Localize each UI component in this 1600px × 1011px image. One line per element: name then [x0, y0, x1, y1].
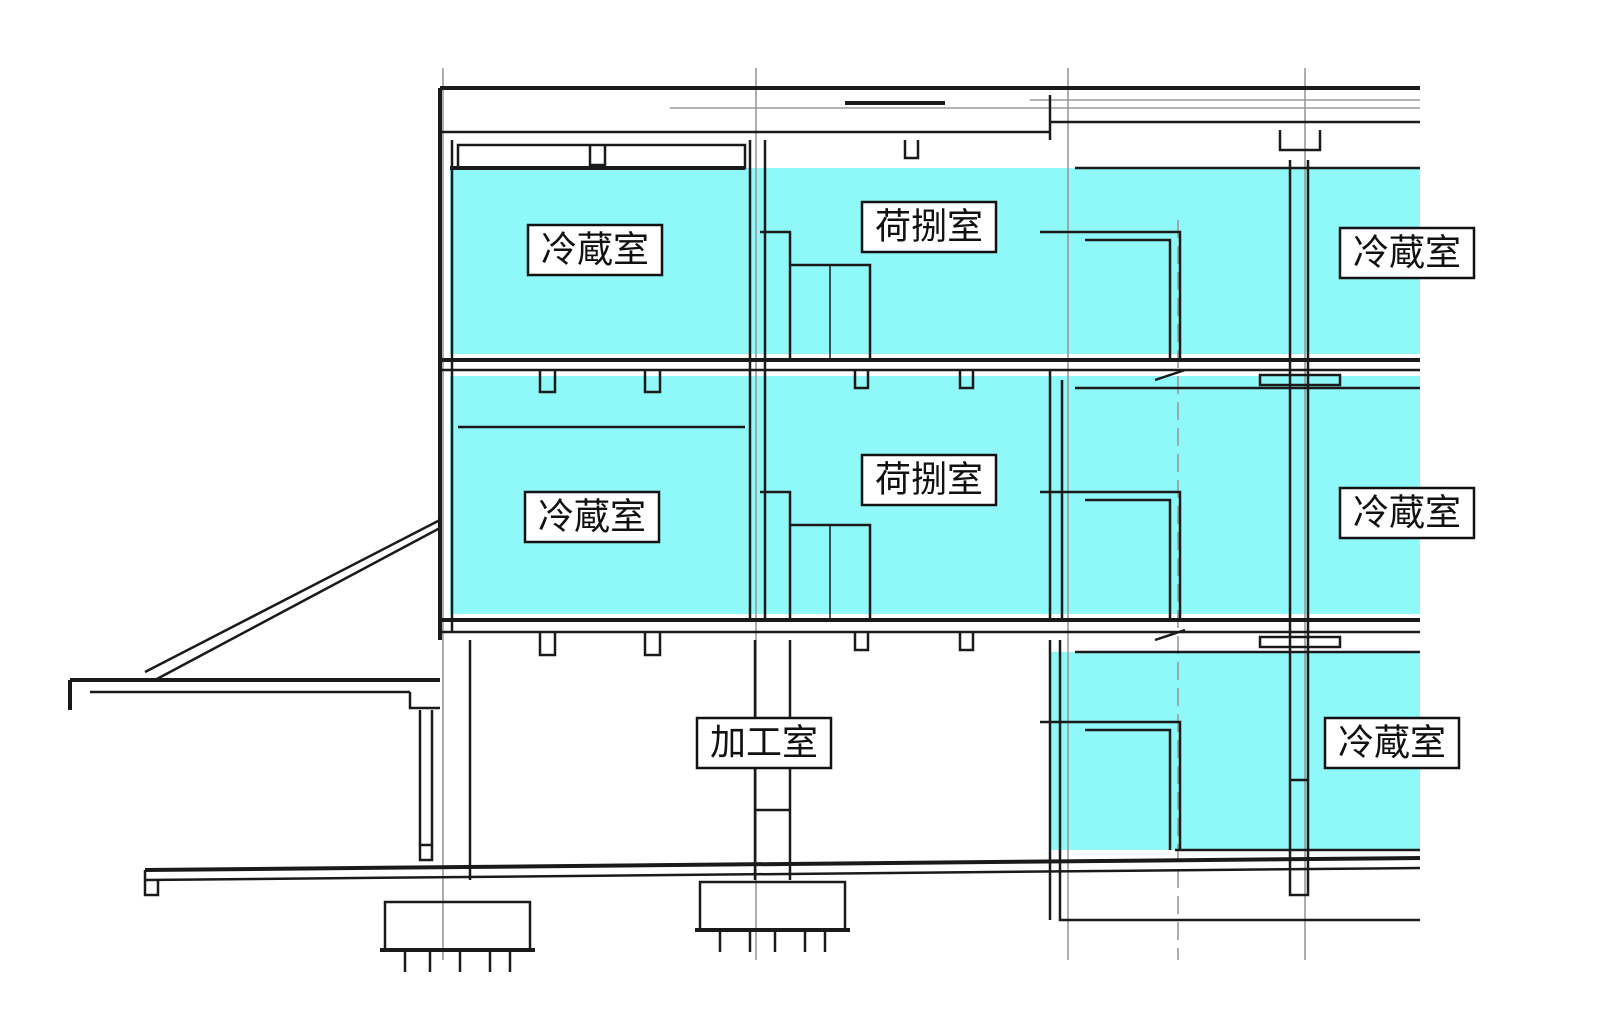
- room-label-loading-room-2f: 荷捌室: [860, 453, 998, 507]
- building-structure: [68, 86, 1421, 972]
- room-label-cold-room-2f-left: 冷蔵室: [523, 490, 661, 544]
- svg-text:冷蔵室: 冷蔵室: [1353, 493, 1461, 534]
- svg-text:冷蔵室: 冷蔵室: [1338, 723, 1446, 764]
- svg-text:加工室: 加工室: [710, 723, 818, 764]
- svg-text:冷蔵室: 冷蔵室: [541, 230, 649, 271]
- svg-text:荷捌室: 荷捌室: [875, 460, 983, 501]
- room-label-loading-room-3f: 荷捌室: [860, 200, 998, 254]
- svg-text:荷捌室: 荷捌室: [875, 207, 983, 248]
- svg-text:冷蔵室: 冷蔵室: [538, 497, 646, 538]
- room-labels: 冷蔵室 荷捌室 冷蔵室 冷蔵室 荷捌室 冷蔵室 加工室 冷蔵室: [523, 200, 1476, 770]
- svg-text:冷蔵室: 冷蔵室: [1353, 233, 1461, 274]
- room-label-cold-room-2f-right: 冷蔵室: [1338, 486, 1476, 540]
- room-label-cold-room-1f-right: 冷蔵室: [1323, 716, 1461, 770]
- cold-zone-3f-loading: [750, 168, 1050, 354]
- room-label-cold-room-3f-left: 冷蔵室: [526, 223, 664, 277]
- room-label-cold-room-3f-right: 冷蔵室: [1338, 226, 1476, 280]
- room-label-processing-room-1f: 加工室: [695, 716, 833, 770]
